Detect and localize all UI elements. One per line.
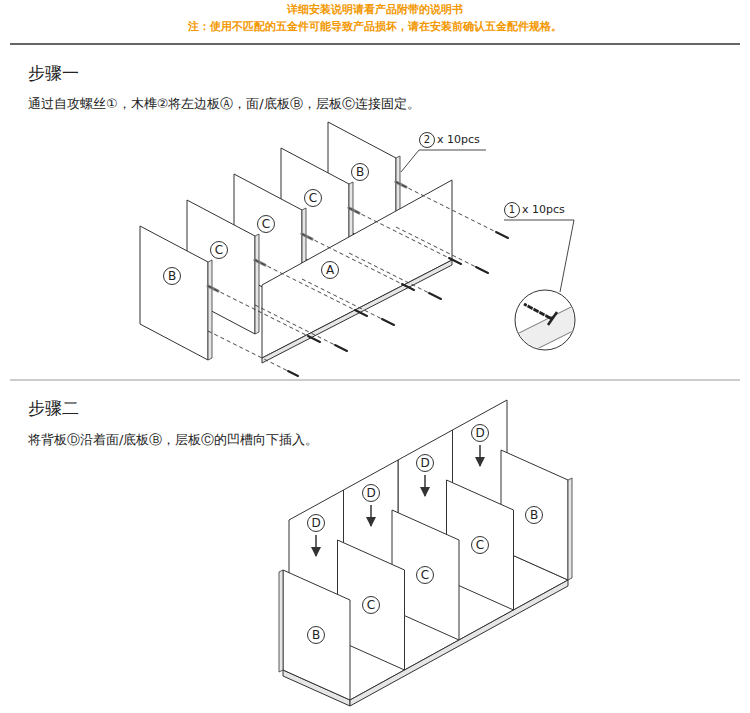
- part-label: D: [307, 514, 325, 532]
- assembly-guide-line: [349, 208, 449, 258]
- board-edge: [208, 260, 212, 360]
- step-instruction: 将背板Ⓓ沿着面/底板Ⓑ，层板Ⓒ的凹槽向下插入。: [28, 432, 318, 448]
- zoom-detail: [548, 312, 557, 325]
- leader-line: [560, 220, 574, 292]
- insert-arrow: [315, 535, 317, 556]
- screw: [429, 293, 441, 299]
- side-panel: [262, 260, 452, 363]
- board-panel: [140, 226, 208, 360]
- screw: [402, 284, 414, 290]
- divider-line: [10, 44, 740, 380]
- leader-line: [401, 150, 574, 292]
- part-label: C: [257, 215, 275, 233]
- warning-note: 注：使用不匹配的五金件可能导致产品损坏，请在安装前确认五金配件规格。: [0, 20, 750, 33]
- zoom-detail: [544, 312, 546, 318]
- callout-number: 1: [504, 202, 520, 218]
- assembly-guide-line: [349, 253, 429, 293]
- zoom-detail: [538, 309, 540, 315]
- board-edge: [255, 234, 259, 334]
- part-label: A: [321, 261, 339, 279]
- assembly-guide-line: [208, 331, 288, 371]
- screw: [288, 371, 298, 376]
- screw: [308, 336, 320, 342]
- header-title: 详细安装说明请看产品附带的说明书: [0, 3, 750, 16]
- assembly-guide-line: [255, 305, 335, 345]
- part-label: C: [471, 536, 489, 554]
- quantity-label: x 10pcs: [437, 133, 480, 146]
- step-instruction: 通过自攻螺丝①，木榫②将左边板Ⓐ，面/底板Ⓑ，层板Ⓒ连接固定。: [28, 96, 420, 112]
- divider-line: [10, 380, 740, 381]
- assembly-guide-line: [302, 279, 382, 319]
- zoom-detail: [532, 306, 534, 312]
- quantity-label: x 10pcs: [522, 203, 565, 216]
- insert-arrow: [316, 445, 480, 556]
- part-label: C: [362, 596, 380, 614]
- assembly-guide-line: [208, 182, 496, 371]
- assembly-guide-line: [208, 286, 308, 336]
- insert-arrow: [370, 505, 372, 526]
- leader-line: [419, 150, 486, 151]
- screw: [288, 232, 508, 376]
- assembly-guide-line: [396, 182, 496, 232]
- screw: [496, 232, 508, 238]
- board-edge: [279, 570, 283, 672]
- callout-number: 2: [419, 132, 435, 148]
- board-edge: [279, 478, 572, 672]
- leader-line: [504, 220, 574, 221]
- zoom-detail: [515, 303, 575, 360]
- bottom-board: [283, 550, 568, 706]
- part-label: D: [362, 484, 380, 502]
- leader-line: [401, 150, 419, 172]
- side-panel: [262, 180, 452, 358]
- side-panel: [262, 180, 452, 363]
- part-label: C: [416, 566, 434, 584]
- insert-arrow: [424, 475, 426, 496]
- insert-arrow: [479, 445, 481, 466]
- step-heading: 步骤二: [28, 398, 79, 418]
- assembly-guide-line: [396, 227, 476, 267]
- divider-line: [10, 43, 740, 45]
- part-label: C: [304, 189, 322, 207]
- part-label: D: [471, 424, 489, 442]
- step-heading: 步骤一: [28, 63, 79, 83]
- part-label: B: [525, 506, 543, 524]
- part-label: B: [351, 163, 369, 181]
- part-label: C: [210, 241, 228, 259]
- zoom-detail: [515, 305, 575, 360]
- screw: [355, 310, 367, 316]
- part-label: B: [163, 267, 181, 285]
- screw: [382, 319, 394, 325]
- screw: [335, 345, 347, 351]
- assembly-guide-line: [302, 234, 402, 284]
- zoom-detail: [515, 290, 575, 360]
- board-edge: [568, 478, 572, 580]
- assembly-guide-line: [255, 260, 355, 310]
- zoom-detail: [524, 304, 552, 319]
- dowel: [208, 182, 406, 291]
- screw: [476, 267, 488, 273]
- part-label: D: [416, 454, 434, 472]
- zoom-detail: [526, 303, 528, 309]
- board-panel: [283, 570, 350, 700]
- part-label: B: [307, 626, 325, 644]
- screw: [449, 258, 461, 264]
- board-panel: [283, 450, 568, 700]
